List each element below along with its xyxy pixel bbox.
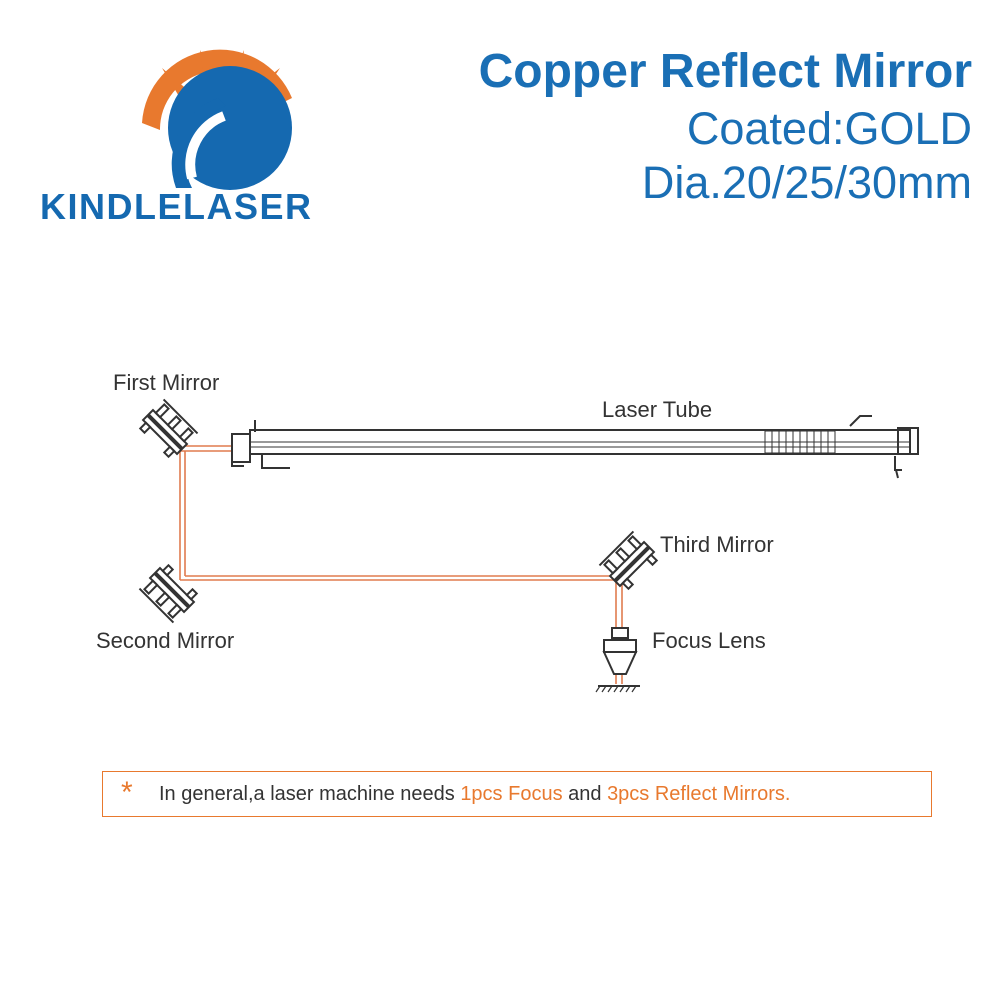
laser-tube-label: Laser Tube (602, 397, 712, 422)
note-prefix: In general,a laser machine needs (159, 783, 461, 805)
product-title: Copper Reflect Mirror (478, 45, 972, 98)
note-text: In general,a laser machine needs 1pcs Fo… (159, 783, 790, 806)
note-mirror-count: 3pcs Reflect Mirrors. (607, 783, 791, 805)
focus-lens-icon (595, 627, 640, 693)
second-mirror-mount-icon (138, 561, 201, 624)
first-mirror-label: First Mirror (113, 370, 219, 395)
star-icon: * (121, 776, 133, 809)
diameter-spec: Dia.20/25/30mm (641, 157, 972, 208)
product-headline: Copper Reflect Mirror Coated:GOLD Dia.20… (479, 42, 972, 210)
third-mirror-label: Third Mirror (660, 532, 774, 557)
third-mirror-mount-icon (598, 530, 661, 593)
focus-lens-label: Focus Lens (652, 628, 766, 653)
laser-beam-path (179, 445, 623, 684)
note-middle: and (562, 783, 608, 805)
laser-tube (231, 415, 919, 479)
second-mirror-label: Second Mirror (96, 628, 234, 653)
usage-note: * In general,a laser machine needs 1pcs … (102, 771, 932, 817)
brand-logo: KINDLELASER (30, 28, 390, 228)
note-focus-count: 1pcs Focus (460, 783, 563, 805)
brand-name: KINDLELASER (40, 186, 313, 227)
sun-logo-icon (142, 49, 292, 190)
coating-spec: Coated:GOLD (686, 103, 972, 154)
